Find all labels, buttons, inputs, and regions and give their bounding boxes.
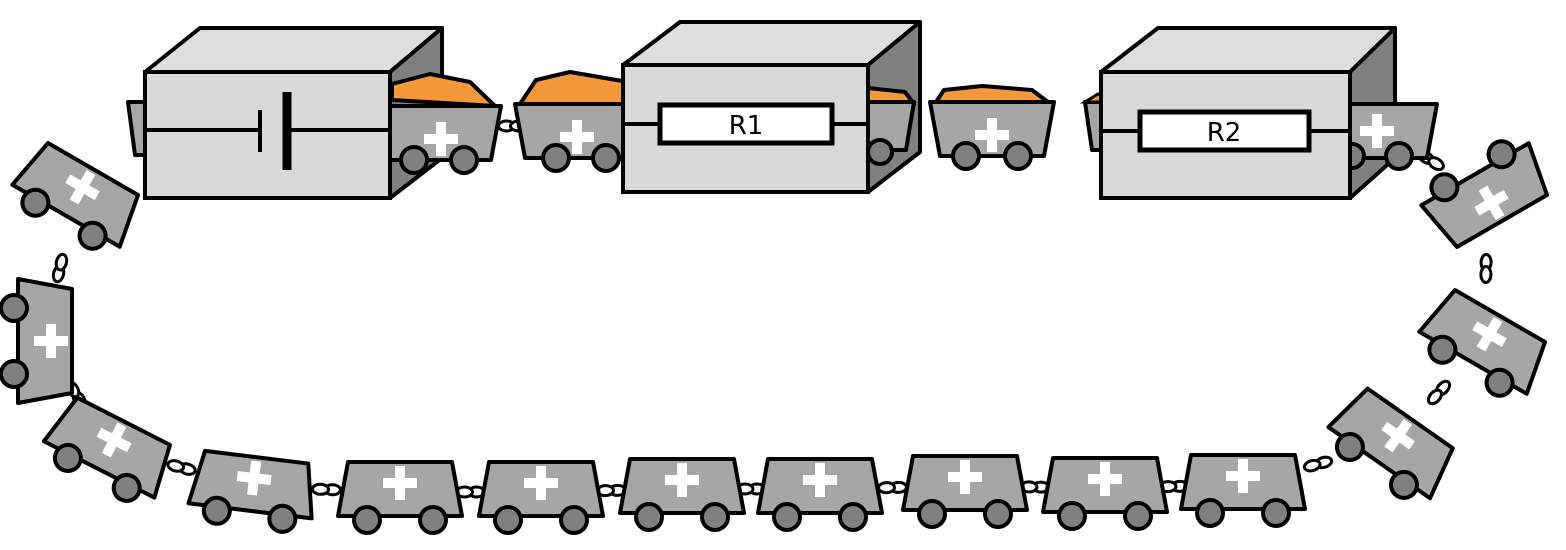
cart [0,277,74,405]
cart-load [934,84,1050,104]
cart [1408,283,1556,411]
chain-link [1301,453,1335,475]
chain-link [455,485,486,499]
plus-sign [975,130,1009,140]
cart [336,460,464,535]
cart-body [1041,456,1169,531]
cart-layer [0,84,1558,538]
chain-link [595,483,628,498]
cart [618,457,746,532]
cart-wheel [1003,141,1033,171]
r1-label: R1 [729,111,764,141]
cart-body [34,391,181,515]
battery-exit-load [390,72,497,108]
r2-exit-cart [1338,102,1439,171]
cart [34,391,181,515]
cart-body [901,454,1029,529]
r1-resistor-symbol: R1 [623,102,868,146]
cart-wheel [951,141,981,171]
cart-body [756,457,884,532]
cart [477,460,605,535]
r1-entry-cart [513,102,639,173]
chain-link [50,251,70,285]
cart-body [618,457,746,532]
cart-body [1316,380,1463,515]
r1-entry-load [518,70,630,106]
r2-label: R2 [1207,118,1242,148]
cart [901,454,1029,529]
cart-body [1408,283,1556,411]
cart [1179,453,1307,528]
battery-symbol [145,92,390,170]
chain-link [1424,377,1454,408]
cart-body [477,460,605,535]
cart-body [1,136,149,264]
cart-body [336,460,464,535]
battery-exit-cart [384,104,503,175]
cart-body [1410,126,1558,254]
battery-box [126,26,503,200]
cart-body [0,277,74,405]
cart [184,447,321,538]
chain-link [165,457,198,478]
chain-link [310,482,343,497]
cart [1041,456,1169,531]
r2-box: R2 [1079,26,1439,200]
r1-exit-wheel [866,138,894,166]
cart [756,457,884,532]
battery-box-front [143,70,392,200]
cart [928,84,1056,171]
r2-box-top [1099,26,1397,74]
cart [1410,126,1558,254]
chain-link [1479,252,1493,285]
cart-body [1179,453,1307,528]
cart [1,136,149,264]
cart [1316,380,1463,515]
r1-box: R1 [513,20,922,194]
cart-body [184,447,321,538]
chain-link [876,480,909,495]
r2-resistor-symbol: R2 [1101,109,1350,153]
